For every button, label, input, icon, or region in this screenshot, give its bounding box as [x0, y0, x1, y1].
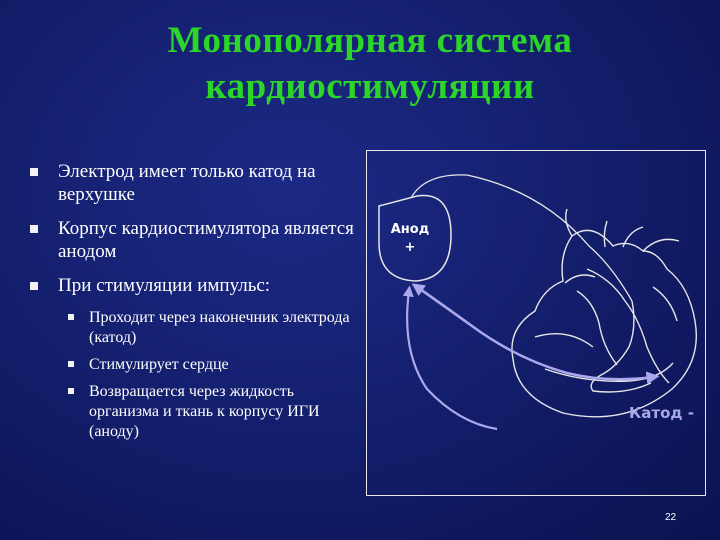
- current-return-arrow: [411, 283, 660, 385]
- bullet-square-icon: [30, 282, 38, 290]
- bullet-text: При стимуляции импульс:: [58, 275, 271, 296]
- heart-outline-icon: [511, 208, 697, 418]
- sub-bullet-item: Проходит через наконечник электрода (кат…: [30, 308, 360, 348]
- bullet-square-icon: [68, 388, 74, 394]
- bullet-list: Электрод имеет только катод на верхушке …: [30, 160, 360, 449]
- bullet-text: Электрод имеет только катод на верхушке: [58, 161, 316, 205]
- anode-sign: +: [404, 240, 416, 255]
- anode-text: Анод: [390, 222, 430, 237]
- bullet-square-icon: [30, 225, 38, 233]
- pacing-lead-wire: [410, 174, 633, 302]
- bullet-item: Корпус кардиостимулятора является анодом: [30, 217, 360, 263]
- page-number: 22: [665, 512, 677, 523]
- pacemaker-generator-icon: [378, 194, 452, 282]
- sub-bullet-item: Стимулирует сердце: [30, 355, 360, 375]
- pacemaker-diagram: Анод + Катод -: [366, 150, 706, 496]
- bullet-square-icon: [68, 314, 74, 320]
- slide-title: Монополярная система кардиостимуляции: [60, 18, 680, 110]
- bullet-item: При стимуляции импульс:: [30, 274, 360, 297]
- anode-label: Анод +: [385, 221, 435, 257]
- sub-bullet-item: Возвращается через жидкость организма и …: [30, 382, 360, 442]
- bullet-square-icon: [30, 168, 38, 176]
- title-line-2: кардиостимуляции: [205, 66, 535, 107]
- bullet-square-icon: [68, 361, 74, 367]
- bullet-item: Электрод имеет только катод на верхушке: [30, 160, 360, 206]
- sub-bullet-text: Стимулирует сердце: [89, 356, 229, 373]
- cathode-label: Катод -: [629, 404, 694, 422]
- tissue-current-arrow: [402, 285, 498, 431]
- title-line-1: Монополярная система: [167, 20, 573, 61]
- bullet-text: Корпус кардиостимулятора является анодом: [58, 218, 354, 262]
- sub-bullet-text: Возвращается через жидкость организма и …: [89, 383, 320, 440]
- sub-bullet-text: Проходит через наконечник электрода (кат…: [89, 309, 350, 346]
- heart-diagram-svg: [378, 174, 697, 431]
